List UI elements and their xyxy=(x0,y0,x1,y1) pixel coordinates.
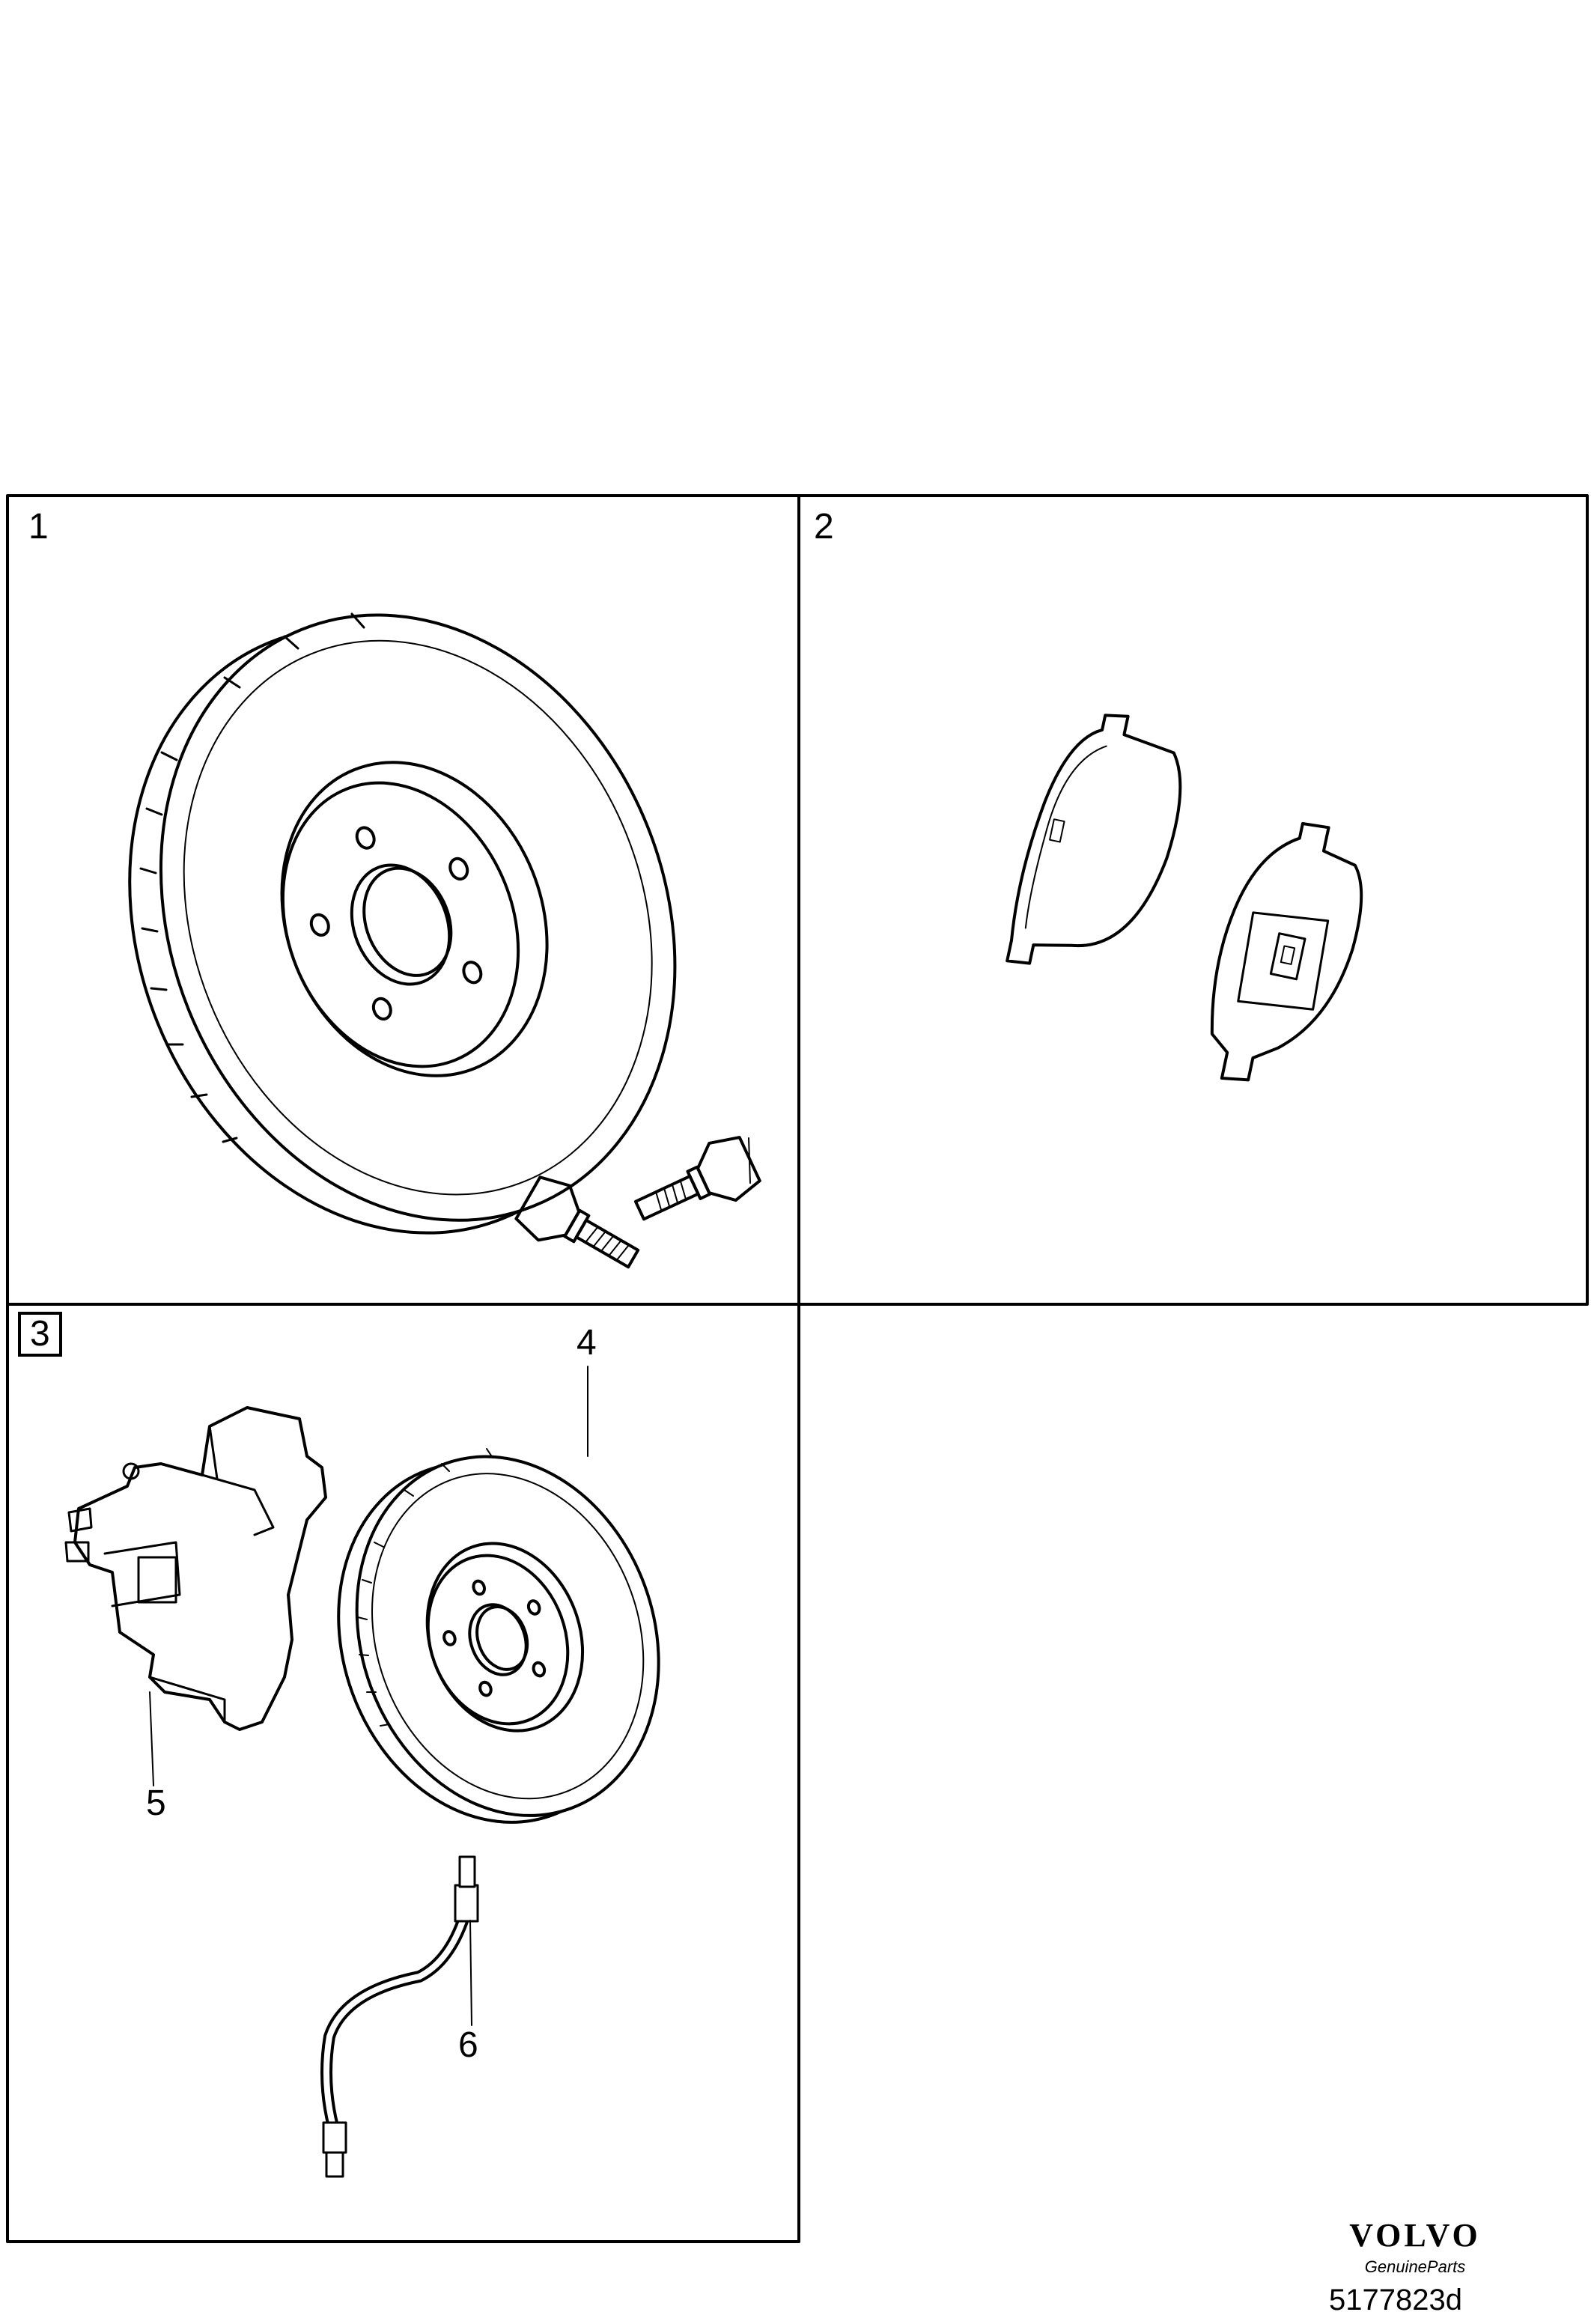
brake-caliper xyxy=(64,1406,327,1731)
panel-3-frame xyxy=(6,1303,800,2243)
callout-label-6: 6 xyxy=(458,2025,478,2065)
small-disc-vent-slots xyxy=(357,1448,493,1727)
brand-logo: VOLVO GenuineParts xyxy=(1325,2216,1505,2277)
brand-tagline: GenuineParts xyxy=(1364,2257,1466,2276)
panel-label-2: 2 xyxy=(814,507,834,547)
callout-label-5: 5 xyxy=(146,1783,166,1823)
brake-pad-right xyxy=(1210,821,1363,1082)
disc-vent-slots xyxy=(139,612,365,1143)
brake-disc-small xyxy=(337,1455,660,1824)
brake-disc-large xyxy=(128,613,677,1235)
document-id: 5177823d xyxy=(1329,2284,1462,2317)
brake-hose xyxy=(320,1855,479,2178)
leader-line-5 xyxy=(149,1691,154,1786)
panel-2-frame xyxy=(797,494,1589,1306)
brand-name: VOLVO xyxy=(1349,2217,1481,2254)
panel-label-1: 1 xyxy=(28,507,49,547)
leader-line-6 xyxy=(469,1920,472,2026)
bolt-2 xyxy=(633,1136,761,1221)
bolt-1 xyxy=(514,1175,640,1269)
callout-label-4: 4 xyxy=(577,1323,597,1363)
panel-label-3: 3 xyxy=(18,1312,62,1357)
brake-pad-left xyxy=(1006,714,1182,965)
